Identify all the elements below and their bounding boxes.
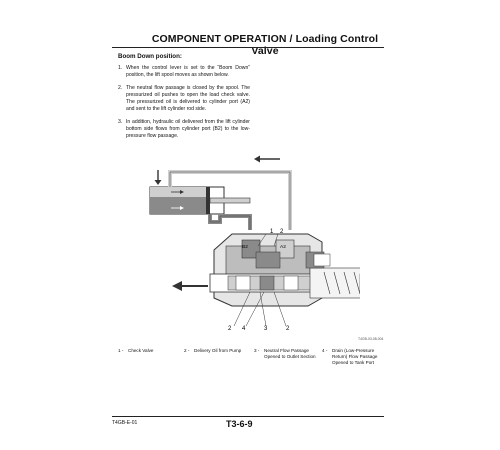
return-flow-arrow <box>254 155 280 163</box>
valve-diagram: 1 2 B2 A2 2 4 3 2 <box>149 155 360 332</box>
steps-list: 1. When the control lever is set to the … <box>118 65 250 146</box>
page-number: T3-6-9 <box>226 419 253 429</box>
title-divider <box>112 47 384 48</box>
legend-item: 4 - Drain (Low-Pressure Return) Flow Pas… <box>322 348 388 366</box>
oil-lines <box>168 170 292 230</box>
step-item: 2. The neutral flow passage is closed by… <box>118 85 250 113</box>
legend-item: 3 - Neutral Flow Passage Opened to Outle… <box>254 348 320 360</box>
callout-2: 2 <box>280 229 284 235</box>
section-heading: Boom Down position: <box>118 53 182 60</box>
footer-divider <box>112 416 384 417</box>
lift-cylinder <box>149 186 251 215</box>
legend-text: Neutral Flow Passage Opened to Outlet Se… <box>264 348 316 359</box>
valve-body <box>209 233 360 307</box>
inlet-arrow <box>154 170 162 185</box>
legend-text: Check Valve <box>128 348 154 353</box>
step-number: 3. <box>118 119 123 125</box>
page-title: COMPONENT OPERATION / Loading Control Va… <box>151 33 379 57</box>
legend-number: 1 - <box>118 348 124 353</box>
legend-item: 1 - Check Valve <box>118 348 184 354</box>
port-b2-label: B2 <box>242 244 248 250</box>
document-code: T4GB-E-01 <box>112 420 138 426</box>
callout-3: 3 <box>264 326 268 332</box>
callout-1: 1 <box>270 229 274 235</box>
legend-number: 4 - <box>322 348 328 353</box>
legend-number: 3 - <box>254 348 260 353</box>
figure-id: T4GB-03-08-004 <box>358 337 384 341</box>
step-item: 3. In addition, hydraulic oil delivered … <box>118 119 250 140</box>
legend-text: Delivery Oil from Pump <box>194 348 242 353</box>
step-number: 2. <box>118 85 123 91</box>
leader-lines <box>233 233 287 327</box>
outlet-arrow <box>172 281 208 291</box>
port-a2-label: A2 <box>280 244 286 250</box>
legend-item: 2 - Delivery Oil from Pump <box>184 348 250 354</box>
callout-2-bottom: 2 <box>228 326 232 332</box>
legend-number: 2 - <box>184 348 190 353</box>
legend-text: Drain (Low-Pressure Return) Flow Passage… <box>332 348 378 365</box>
step-text: In addition, hydraulic oil delivered fro… <box>126 119 250 139</box>
callout-4: 4 <box>242 326 246 332</box>
step-item: 1. When the control lever is set to the … <box>118 65 250 79</box>
step-text: When the control lever is set to the “Bo… <box>126 65 250 78</box>
step-text: The neutral flow passage is closed by th… <box>126 85 250 112</box>
callout-2-right: 2 <box>286 326 290 332</box>
step-number: 1. <box>118 65 123 71</box>
